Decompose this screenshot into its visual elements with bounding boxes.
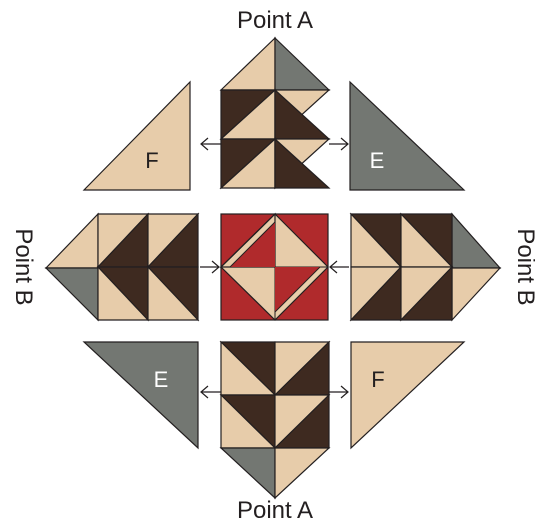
label-point-b-right: Point B [512,228,535,305]
arrow-top-right [329,137,349,151]
top-cap-right [274,36,331,91]
bottom-unit [219,340,331,500]
piece-e-top-right: E [349,80,466,191]
label-point-a-top: Point A [237,7,313,34]
arrow-middle-right [329,260,349,274]
piece-e-bottom-left: E [82,341,199,450]
top-cap-left [219,36,276,91]
label-point-b-left: Point B [10,228,37,305]
piece-label-f-bottom: F [371,367,384,392]
left-unit [44,212,200,322]
right-unit [349,212,502,322]
label-point-a-bottom: Point A [237,497,313,524]
arrow-middle-left [200,260,220,274]
piece-f-bottom-right: F [350,341,466,450]
piece-f-top-left: F [82,80,191,191]
arrow-top-left [200,137,221,151]
top-unit [219,36,331,190]
arrow-bottom-right [329,385,349,399]
center-square [219,212,329,321]
piece-label-e-bottom: E [154,367,169,392]
piece-label-f-top: F [145,148,158,173]
piece-label-e-top: E [370,148,385,173]
arrow-bottom-left [200,385,221,399]
top-hst-grid [219,88,331,190]
